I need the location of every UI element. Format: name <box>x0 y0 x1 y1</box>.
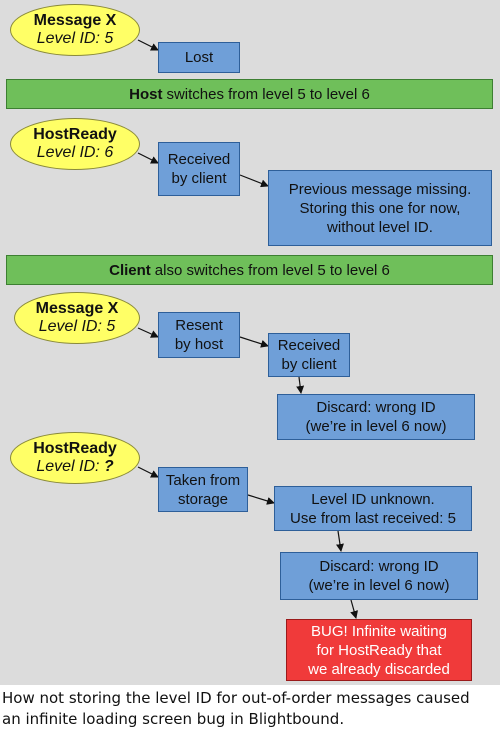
discard-wrong-id-box-2: Discard: wrong ID (we’re in level 6 now) <box>280 552 478 600</box>
box-line: we already discarded <box>308 660 450 678</box>
level-id-unknown-box: Level ID unknown. Use from last received… <box>274 486 472 531</box>
bug-box: BUG! Infinite waiting for HostReady that… <box>286 619 472 681</box>
arrow-messagex-to-lost <box>137 39 159 51</box>
diagram-canvas: Message X Level ID: 5 Lost Host switches… <box>0 0 500 685</box>
level-id-text: Level ID: <box>36 458 104 475</box>
box-line: (we’re in level 6 now) <box>305 418 447 435</box>
unknown-mark: ? <box>103 458 114 475</box>
arrows-layer <box>137 39 358 619</box>
figure-caption: How not storing the level ID for out-of-… <box>2 688 498 730</box>
box-line: Use from last received: 5 <box>290 509 456 527</box>
ellipse-level-id: Level ID: 6 <box>36 144 114 161</box>
box-line: (we’re in level 6 now) <box>308 577 450 594</box>
box-line: storage <box>177 490 229 508</box>
box-line: BUG! Infinite waiting <box>311 622 447 640</box>
box-line: Storing this one for now, <box>299 199 461 217</box>
received-by-client-box: Received by client <box>158 142 240 196</box>
box-line: Lost <box>184 49 214 66</box>
host-switch-bar: Host switches from level 5 to level 6 <box>6 79 493 109</box>
taken-from-storage-box: Taken from storage <box>158 467 248 512</box>
box-line: without level ID. <box>327 218 433 236</box>
arrow-storage-to-unknown <box>247 494 275 505</box>
ellipse-level-id: Level ID: 5 <box>36 30 114 47</box>
received-by-client-box-2: Received by client <box>268 333 350 377</box>
arrow-received2-to-discard1 <box>296 376 305 394</box>
caption-line: How not storing the level ID for out-of-… <box>2 689 470 707</box>
arrow-unknown-to-discard2 <box>336 530 344 552</box>
ellipse-level-id: Level ID: ? <box>36 458 113 476</box>
lost-box: Lost <box>158 42 240 73</box>
message-x-ellipse: Message X Level ID: 5 <box>10 4 140 56</box>
bar-text: switches from level 5 to level 6 <box>166 85 370 103</box>
bar-text: also switches from level 5 to level 6 <box>154 261 390 279</box>
bar-bold: Client <box>109 261 151 279</box>
arrow-discard2-to-bug <box>350 599 358 619</box>
arrow-hostready2-to-storage <box>137 466 159 478</box>
box-line: Level ID unknown. <box>311 490 435 508</box>
arrow-messagex2-to-resent <box>137 327 159 338</box>
bar-bold: Host <box>129 85 163 103</box>
arrow-hostready-to-received <box>137 152 159 164</box>
hostready-ellipse: HostReady Level ID: 6 <box>10 118 140 170</box>
box-line: Previous message missing. <box>288 180 472 198</box>
ellipse-title: HostReady <box>33 440 117 457</box>
previous-missing-box: Previous message missing. Storing this o… <box>268 170 492 246</box>
caption-line: an infinite loading screen bug in Blight… <box>2 710 345 728</box>
box-line: Received <box>167 151 231 168</box>
discard-wrong-id-box: Discard: wrong ID (we’re in level 6 now) <box>277 394 475 440</box>
client-switch-bar: Client also switches from level 5 to lev… <box>6 255 493 285</box>
box-line: Resent <box>175 317 223 334</box>
message-x-resent-ellipse: Message X Level ID: 5 <box>14 292 140 344</box>
resent-by-host-box: Resent by host <box>158 312 240 358</box>
box-line: by client <box>281 356 337 373</box>
box-line: by host <box>174 336 224 353</box>
hostready-stored-ellipse: HostReady Level ID: ? <box>10 432 140 484</box>
arrow-resent-to-received2 <box>239 336 269 348</box>
ellipse-title: Message X <box>35 300 119 317</box>
ellipse-title: HostReady <box>33 126 117 143</box>
box-line: Discard: wrong ID <box>316 399 436 416</box>
box-line: by client <box>171 170 227 187</box>
ellipse-level-id: Level ID: 5 <box>38 318 116 335</box>
box-line: for HostReady that <box>316 641 442 659</box>
ellipse-title: Message X <box>33 12 117 29</box>
arrow-received-to-missing <box>239 174 269 188</box>
box-line: Taken from <box>165 471 241 489</box>
box-line: Discard: wrong ID <box>319 558 439 575</box>
box-line: Received <box>277 337 341 354</box>
